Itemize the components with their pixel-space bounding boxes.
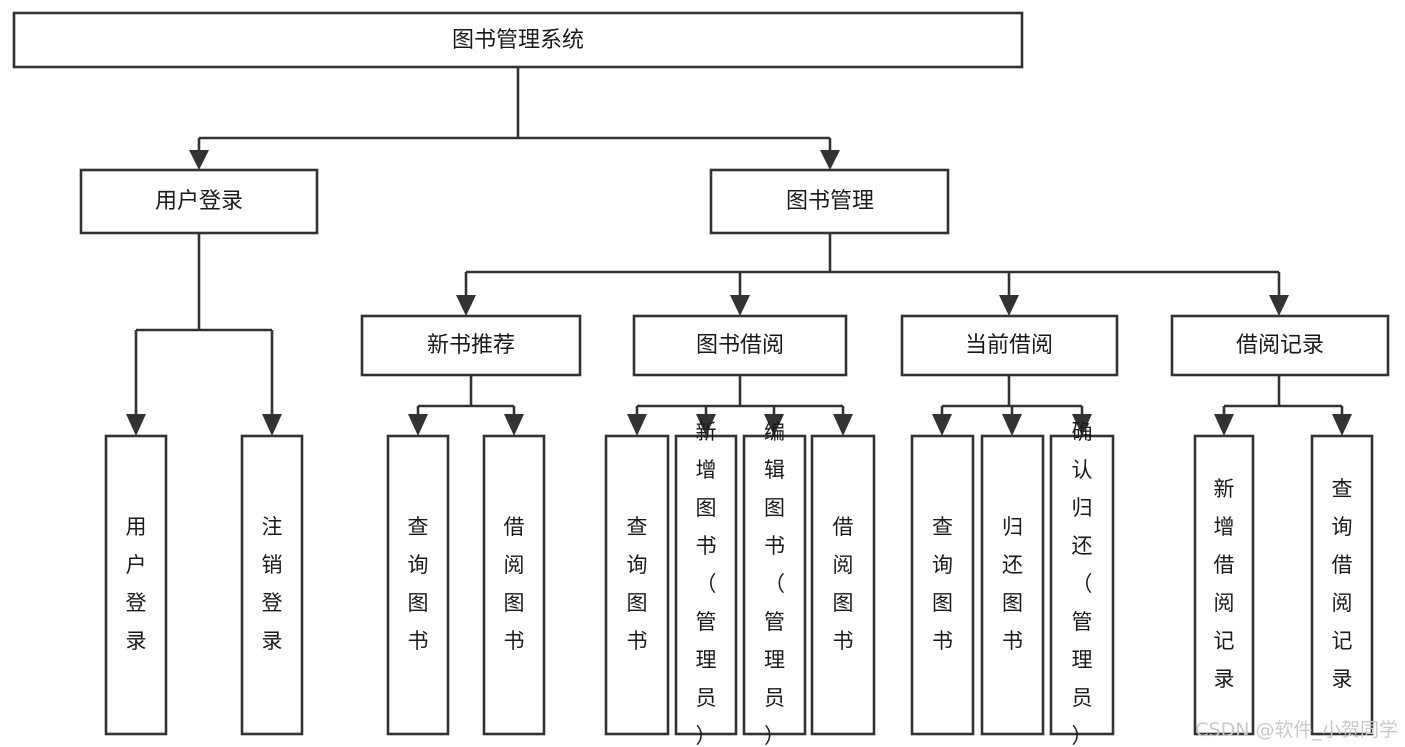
node-leaf-return-book[interactable]: 归还图书 bbox=[980, 434, 1045, 736]
node-leaf-query-book-current[interactable]: 查询图书 bbox=[910, 434, 975, 736]
node-current-borrow[interactable]: 当前借阅 bbox=[900, 314, 1119, 377]
arrow-head-new-book-recommend bbox=[456, 295, 476, 316]
node-root-label: 图书管理系统 bbox=[452, 28, 584, 53]
arrow-head-borrow-records bbox=[1269, 295, 1289, 316]
node-user-login[interactable]: 用户登录 bbox=[79, 168, 319, 235]
node-leaf-add-book-admin[interactable]: 新增图书（管理员） bbox=[674, 420, 738, 747]
arrow-head-leaf-confirm-return-admin bbox=[1072, 414, 1092, 436]
node-book-management-label: 图书管理 bbox=[786, 189, 874, 214]
node-leaf-user-login-box[interactable] bbox=[104, 434, 168, 736]
arrow-head-book-borrow bbox=[730, 295, 750, 316]
arrow-head-book-management bbox=[820, 150, 840, 170]
arrow-head-leaf-query-book-recommend bbox=[408, 414, 428, 436]
connector-layer bbox=[126, 67, 1352, 436]
node-leaf-add-borrow-record-label: 新增借阅记录 bbox=[1214, 477, 1235, 691]
node-leaf-return-book-label: 归还图书 bbox=[1002, 515, 1023, 653]
arrow-head-leaf-user-login bbox=[126, 414, 146, 436]
arrow-head-leaf-logout bbox=[262, 414, 282, 436]
node-borrow-records-label: 借阅记录 bbox=[1236, 333, 1324, 358]
node-leaf-confirm-return-admin[interactable]: 确认归还（管理员） bbox=[1049, 420, 1115, 747]
arrow-head-leaf-borrow-book bbox=[833, 414, 853, 436]
node-borrow-records[interactable]: 借阅记录 bbox=[1170, 314, 1390, 377]
arrow-head-leaf-add-book-admin bbox=[696, 414, 716, 436]
arrow-head-leaf-query-borrow-record bbox=[1332, 414, 1352, 436]
node-leaf-query-borrow-record-box[interactable] bbox=[1310, 434, 1374, 736]
node-user-login-label: 用户登录 bbox=[155, 189, 243, 214]
arrow-head-leaf-return-book bbox=[1002, 414, 1022, 436]
node-leaf-borrow-book-recommend-label: 借阅图书 bbox=[504, 515, 525, 653]
node-leaf-add-borrow-record-box[interactable] bbox=[1193, 434, 1255, 736]
node-current-borrow-box[interactable] bbox=[900, 314, 1119, 377]
node-leaf-edit-book-admin-box[interactable] bbox=[742, 434, 807, 736]
arrow-head-leaf-add-borrow-record bbox=[1214, 414, 1234, 436]
node-leaf-confirm-return-admin-label: 确认归还（管理员） bbox=[1072, 420, 1093, 747]
node-leaf-query-borrow-record[interactable]: 查询借阅记录 bbox=[1310, 434, 1374, 736]
arrow-head-current-borrow bbox=[999, 295, 1019, 316]
node-leaf-borrow-book-recommend[interactable]: 借阅图书 bbox=[482, 434, 546, 736]
csdn-watermark: CSDN @软件_小贺同学 bbox=[1195, 719, 1398, 741]
node-leaf-query-book-current-label: 查询图书 bbox=[932, 515, 953, 653]
node-borrow-records-box[interactable] bbox=[1170, 314, 1390, 377]
node-leaf-query-book-recommend-label: 查询图书 bbox=[408, 515, 429, 653]
node-book-borrow[interactable]: 图书借阅 bbox=[632, 314, 848, 377]
node-leaf-logout[interactable]: 注销登录 bbox=[240, 434, 304, 736]
node-leaf-query-borrow-record-label: 查询借阅记录 bbox=[1332, 477, 1353, 691]
node-leaf-add-book-admin-label: 新增图书（管理员） bbox=[696, 420, 717, 747]
node-leaf-borrow-book-box[interactable] bbox=[810, 434, 876, 736]
node-leaf-logout-label: 注销登录 bbox=[262, 515, 283, 653]
node-leaf-confirm-return-admin-box[interactable] bbox=[1049, 434, 1115, 736]
node-leaf-query-book-recommend[interactable]: 查询图书 bbox=[386, 434, 450, 736]
node-leaf-query-book-box[interactable] bbox=[604, 434, 670, 736]
node-root-box[interactable] bbox=[12, 11, 1024, 69]
node-leaf-return-book-box[interactable] bbox=[980, 434, 1045, 736]
node-current-borrow-label: 当前借阅 bbox=[965, 333, 1053, 358]
node-new-book-recommend-box[interactable] bbox=[360, 314, 582, 377]
node-leaf-borrow-book-label: 借阅图书 bbox=[833, 515, 854, 653]
node-leaf-add-book-admin-box[interactable] bbox=[674, 434, 738, 736]
node-leaf-query-book-current-box[interactable] bbox=[910, 434, 975, 736]
leaf-node-layer: 用户登录 注销登录 查询图书 借阅图书 查询图书 新增图书（管理员） 编辑图书（管理员） 借阅… bbox=[104, 420, 1374, 747]
node-new-book-recommend-label: 新书推荐 bbox=[427, 333, 515, 358]
node-root[interactable]: 图书管理系统 bbox=[12, 11, 1024, 69]
arrow-head-leaf-borrow-book-recommend bbox=[504, 414, 524, 436]
node-leaf-borrow-book-recommend-box[interactable] bbox=[482, 434, 546, 736]
node-leaf-user-login-label: 用户登录 bbox=[126, 515, 147, 653]
node-leaf-user-login[interactable]: 用户登录 bbox=[104, 434, 168, 736]
node-new-book-recommend[interactable]: 新书推荐 bbox=[360, 314, 582, 377]
arrow-head-user-login bbox=[189, 150, 209, 170]
node-leaf-query-book-recommend-box[interactable] bbox=[386, 434, 450, 736]
arrow-head-leaf-query-book bbox=[627, 414, 647, 436]
node-user-login-box[interactable] bbox=[79, 168, 319, 235]
node-book-management-box[interactable] bbox=[709, 168, 950, 235]
node-leaf-logout-box[interactable] bbox=[240, 434, 304, 736]
node-book-management[interactable]: 图书管理 bbox=[709, 168, 950, 235]
node-leaf-query-book[interactable]: 查询图书 bbox=[604, 434, 670, 736]
node-leaf-edit-book-admin[interactable]: 编辑图书（管理员） bbox=[742, 420, 807, 747]
node-book-borrow-box[interactable] bbox=[632, 314, 848, 377]
node-leaf-borrow-book[interactable]: 借阅图书 bbox=[810, 434, 876, 736]
arrow-head-leaf-edit-book-admin bbox=[764, 414, 784, 436]
node-leaf-query-book-label: 查询图书 bbox=[627, 515, 648, 653]
node-leaf-add-borrow-record[interactable]: 新增借阅记录 bbox=[1193, 434, 1255, 736]
arrow-head-leaf-query-book-current bbox=[932, 414, 952, 436]
node-leaf-edit-book-admin-label: 编辑图书（管理员） bbox=[764, 420, 785, 747]
node-book-borrow-label: 图书借阅 bbox=[696, 333, 784, 358]
